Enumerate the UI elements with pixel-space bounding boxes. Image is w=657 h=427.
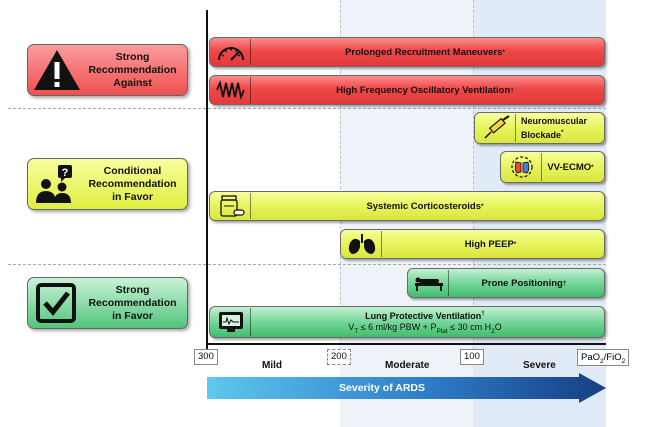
- row-separator: [8, 264, 606, 265]
- severity-label-moderate: Moderate: [385, 360, 430, 371]
- zone-divider-200: [340, 0, 341, 350]
- warning-icon: [30, 47, 84, 93]
- category-label-line: Strong: [115, 283, 150, 296]
- intervention-label-line: Blockade: [521, 129, 562, 140]
- bar-systemic-corticosteroids: Systemic Corticosteroids*: [209, 191, 605, 221]
- tick-100: 100: [460, 349, 484, 365]
- intervention-label-line: Neuromuscular: [521, 115, 588, 126]
- evidence-mark: *: [513, 240, 517, 248]
- evidence-mark: *: [561, 128, 564, 136]
- lpv-formula: VT ≤ 6 ml/kg PBW + PPlat ≤ 30 cm H2O: [348, 321, 502, 335]
- category-label-line: in Favor: [112, 190, 153, 203]
- intervention-label: High Frequency Oscillatory Ventilation: [336, 84, 511, 96]
- evidence-mark: *: [502, 48, 505, 56]
- evidence-mark: †: [510, 86, 514, 94]
- severity-arrow-label: Severity of ARDS: [339, 382, 425, 394]
- bar-prolonged-recruitment: Prolonged Recruitment Maneuvers*: [209, 37, 605, 67]
- severity-label-mild: Mild: [262, 360, 282, 371]
- pao2-fio2-label: PaO2/FiO2: [577, 349, 630, 366]
- bar-high-peep: High PEEP*: [340, 229, 605, 259]
- ventilator-icon: [212, 308, 251, 336]
- svg-text:?: ?: [62, 167, 69, 179]
- bar-lung-protective-ventilation: Lung Protective Ventilation† VT ≤ 6 ml/k…: [209, 306, 605, 338]
- category-label-line: Recommendation: [88, 177, 177, 190]
- tick-300: 300: [194, 349, 218, 365]
- category-strong-against: Strong Recommendation Against: [27, 44, 188, 96]
- zone-divider-100: [473, 0, 474, 350]
- severity-arrow: [207, 373, 606, 403]
- evidence-mark: †: [562, 279, 567, 287]
- ecmo-icon: [503, 153, 542, 181]
- people-question-icon: ?: [30, 161, 84, 207]
- checkbox-icon: [30, 280, 84, 326]
- gauge-icon: [212, 39, 251, 65]
- waveform-icon: [212, 77, 251, 103]
- severity-label-severe: Severe: [523, 360, 556, 371]
- prone-patient-icon: [410, 270, 449, 296]
- x-axis-line: [206, 343, 606, 345]
- lungs-icon: [343, 231, 382, 257]
- intervention-label: High PEEP: [464, 238, 514, 250]
- bar-neuromuscular-blockade: Neuromuscular Blockade*: [474, 112, 605, 144]
- category-label-line: Recommendation: [88, 296, 177, 309]
- category-strong-favor: Strong Recommendation in Favor: [27, 277, 188, 329]
- intervention-label: Systemic Corticosteroids: [366, 200, 482, 212]
- bar-hfov: High Frequency Oscillatory Ventilation†: [209, 75, 605, 105]
- evidence-mark: *: [481, 202, 484, 210]
- category-label-line: in Favor: [112, 309, 153, 322]
- evidence-mark: †: [481, 309, 485, 317]
- tick-200: 200: [327, 349, 351, 365]
- category-conditional-favor: ? Conditional Recommendation in Favor: [27, 158, 188, 210]
- category-label-line: Conditional: [103, 164, 162, 177]
- intervention-label: Lung Protective Ventilation: [365, 310, 482, 321]
- pill-bottle-icon: [212, 193, 251, 219]
- category-label-line: Against: [113, 76, 152, 89]
- bar-prone-positioning: Prone Positioning†: [407, 268, 605, 298]
- y-axis-line: [206, 10, 208, 355]
- intervention-label: VV-ECMO: [547, 161, 592, 173]
- intervention-label: Prolonged Recruitment Maneuvers: [345, 46, 503, 58]
- syringe-icon: [477, 114, 516, 142]
- category-label-line: Strong: [115, 50, 150, 63]
- evidence-mark: *: [591, 163, 594, 171]
- intervention-label: Prone Positioning: [481, 277, 563, 289]
- bar-vv-ecmo: VV-ECMO*: [500, 151, 605, 183]
- category-label-line: Recommendation: [88, 63, 177, 76]
- row-separator: [8, 108, 606, 109]
